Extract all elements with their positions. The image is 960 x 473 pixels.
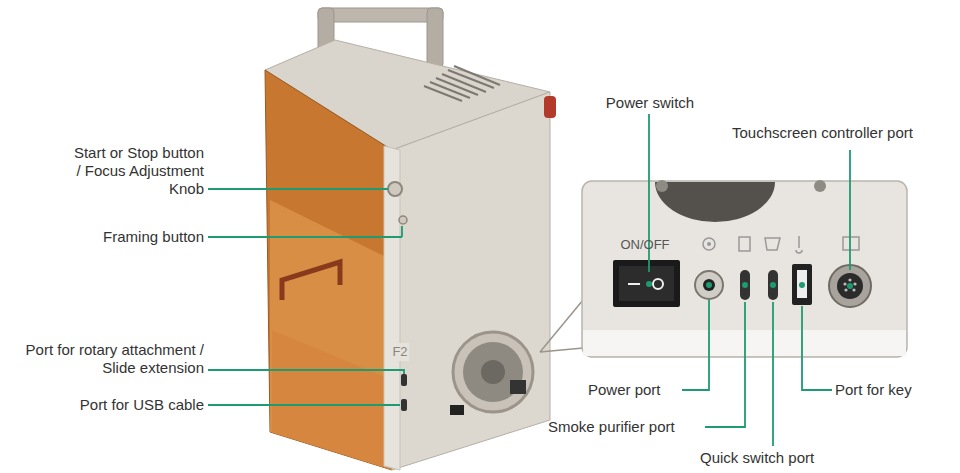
callout-label: Smoke purifier port [548,418,703,436]
callout-label: Power port [588,381,680,399]
callout-label: Port for key [835,381,945,399]
callout-label: Port for rotary attachment / Slide exten… [12,341,204,377]
callout-label: Touchscreen controller port [732,124,957,142]
callout-label: Framing button [40,228,204,246]
logo-marking: F2 [391,343,409,361]
callout-label: Port for USB cable [30,396,204,414]
callout-label: Power switch [590,94,710,112]
callout-label: Quick switch port [700,449,850,467]
callout-label: Start or Stop button / Focus Adjustment … [70,144,204,198]
panel-marking: ON/OFF [615,236,675,254]
